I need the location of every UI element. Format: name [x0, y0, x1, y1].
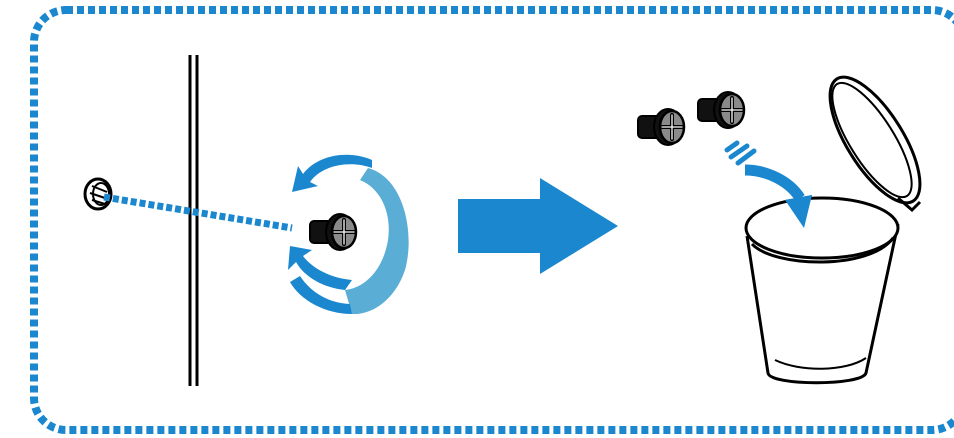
wall-panel-icon: [188, 55, 199, 386]
removed-screws-icon: [636, 90, 746, 147]
screw-icon: [308, 212, 358, 252]
alignment-dashed-line: [103, 193, 293, 232]
dashed-frame-border: [30, 6, 954, 434]
counterclockwise-rotation-icon: [288, 154, 409, 315]
wall-anchor-icon: [83, 177, 113, 211]
right-arrow-icon: [458, 178, 618, 274]
trash-bin-icon: [744, 75, 922, 385]
